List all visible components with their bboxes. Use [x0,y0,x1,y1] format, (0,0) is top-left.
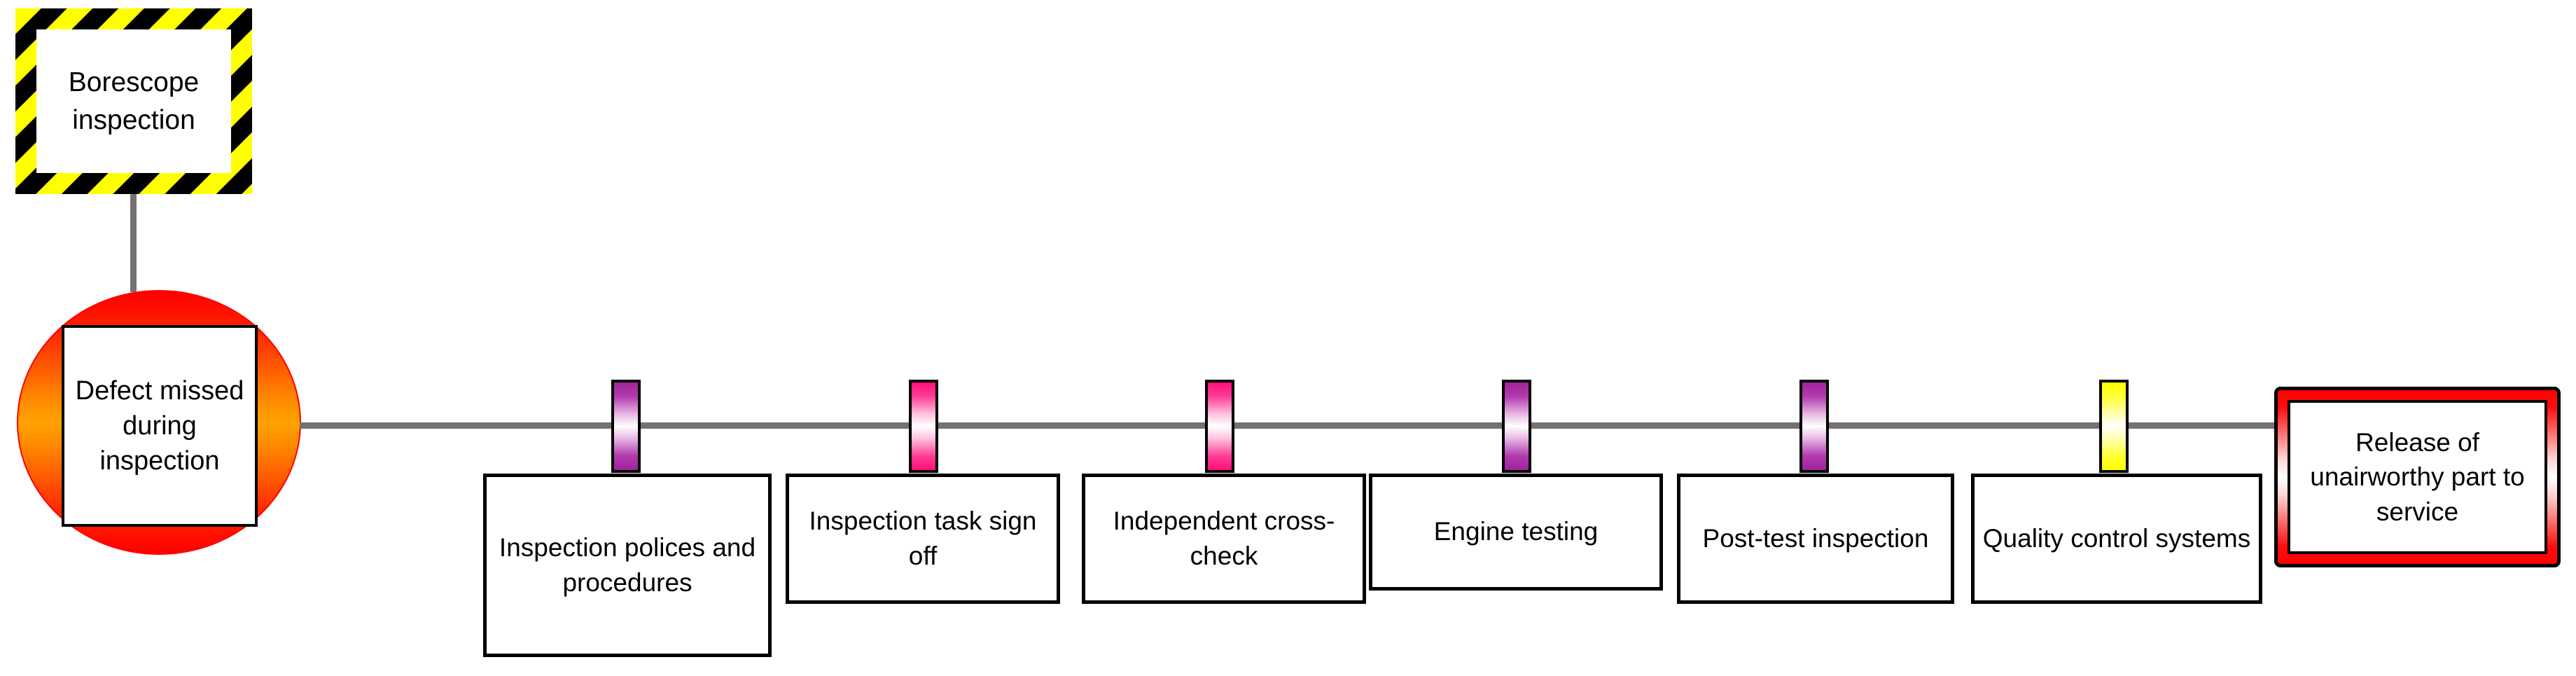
barrier-control-label-2: Inspection task sign off [809,506,1037,570]
barrier-control-label-4: Engine testing [1433,517,1599,546]
barrier-control-box-5[interactable]: Post-test inspection [1677,474,1954,604]
consequence-label: Release of unairworthy part to service [2288,400,2547,554]
barrier-control-box-2[interactable]: Inspection task sign off [786,474,1060,604]
consequence-box[interactable]: Release of unairworthy part to service [2274,387,2561,567]
barrier-marker-4[interactable] [1502,380,1531,473]
barrier-control-label-6: Quality control systems [1982,523,2251,553]
barrier-control-box-1[interactable]: Inspection polices and procedures [483,474,772,657]
barrier-marker-3[interactable] [1205,380,1234,473]
consequence-pathway-line [300,422,2276,429]
hazard-to-event-connector [130,194,137,292]
barrier-marker-5[interactable] [1799,380,1829,473]
barrier-control-box-6[interactable]: Quality control systems [1971,474,2262,604]
barrier-marker-1[interactable] [611,380,641,473]
barrier-control-box-4[interactable]: Engine testing [1369,474,1663,591]
barrier-control-label-1: Inspection polices and procedures [499,532,756,597]
hazard-box[interactable]: Borescope inspection [15,8,252,194]
barrier-control-box-3[interactable]: Independent cross-check [1082,474,1366,604]
barrier-marker-6[interactable] [2099,380,2129,473]
hazard-box-label: Borescope inspection [36,29,231,173]
barrier-control-label-3: Independent cross-check [1113,506,1335,570]
barrier-control-label-5: Post-test inspection [1702,523,1929,553]
top-event-label: Defect missed during inspection [62,325,258,527]
barrier-marker-2[interactable] [909,380,938,473]
